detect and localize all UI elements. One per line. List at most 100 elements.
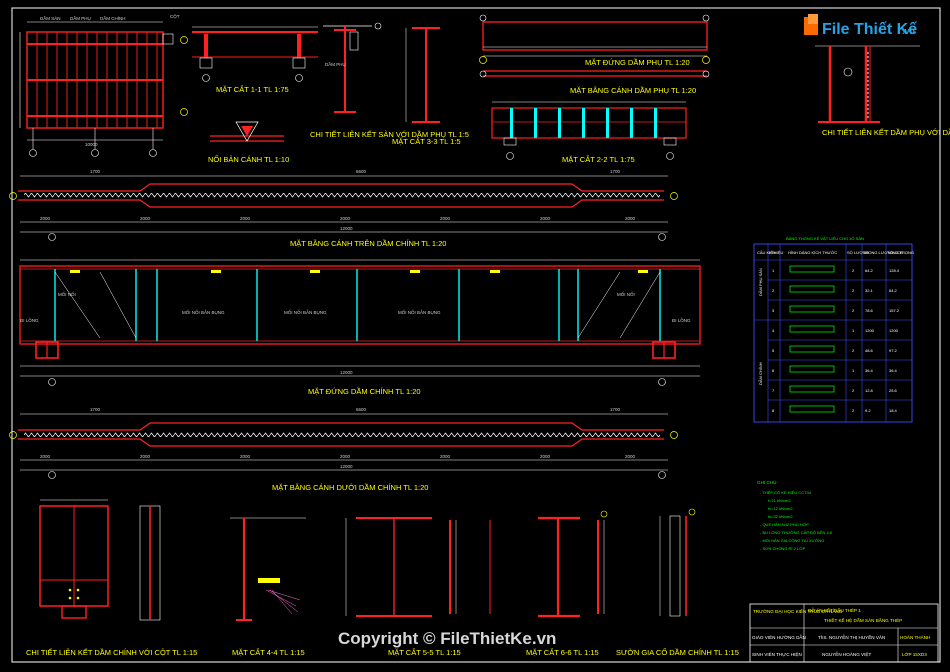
svg-text:1: 1 [772,268,775,273]
tb-sv-name: NGUYỄN HOÀNG VIỆT [822,650,871,657]
top-flange-plan: 1700 6600 1700 2000 2000 2000 2000 2000 … [9,169,678,248]
svg-text:25.6: 25.6 [889,388,898,393]
section-1-1: MẶT CẮT 1-1 TL 1:75 [192,26,318,94]
label-moi-noi-4: MỐI NỐI [58,291,76,297]
svg-text:2000: 2000 [340,216,351,221]
tb-gv-role: GIÁO VIÊN HƯỚNG DẪN [752,633,806,640]
svg-text:6: 6 [772,368,775,373]
th-trong-luong: TRỌNG LƯỢNG 1CK [863,250,903,255]
svg-text:64.2: 64.2 [889,288,898,293]
svg-text:1200: 1200 [889,328,899,333]
svg-text:128.4: 128.4 [889,268,900,273]
title-ct-dam-phu-a: CHI TIẾT LIÊN KẾT SÀN VỚI DẦM PHỤ TL 1:5 [310,129,469,139]
tb-sv-role: SINH VIÊN THỰC HIỆN [752,650,802,657]
title-mc-5-5: MẶT CẮT 5-5 TL 1:15 [388,648,461,657]
title-ct-cot: CHI TIẾT LIÊN KẾT DẦM CHÍNH VỚI CỘT TL 1… [26,647,197,657]
drawing-border [11,7,941,663]
group-dam-phu: DẦM PHỤ SÀN [758,268,763,296]
note-1: - THÉP CÓ KẾ HIỆU CCT34 [760,490,812,495]
logo-suffix: .vn [902,26,915,36]
logo-text: File Thiết Kế [822,21,917,38]
svg-text:9.2: 9.2 [865,408,871,413]
title-mb-canh-duoi: MẶT BẰNG CÁNH DƯỚI DẦM CHÍNH TL 1:20 [272,482,428,492]
material-table-title: BẢNG THỐNG KÊ VẬT LIỆU CHO 1Ô SÀN [786,236,864,241]
svg-text:2000: 2000 [625,454,636,459]
section-6-6: MẶT CẮT 6-6 TL 1:15 [526,510,608,657]
th-cau-kien: CẤU KIỆN [757,250,776,255]
title-noi-ban-canh: NỐI BẢN CÁNH TL 1:10 [208,154,289,164]
svg-text:1: 1 [852,328,855,333]
title-block: TRƯỜNG ĐẠI HỌC KIẾN TRÚC ĐÀ NẴNG ĐỒ ÁN K… [749,603,939,663]
dim-bot-1700a: 1700 [90,407,101,412]
svg-text:2000: 2000 [40,216,51,221]
svg-text:2000: 2000 [540,216,551,221]
notes: GHI CHÚ: - THÉP CÓ KẾ HIỆU CCT34 f=21 kN… [757,479,833,551]
svg-text:36.4: 36.4 [865,368,874,373]
title-mb-canh-tren: MẶT BẰNG CÁNH TRÊN DẦM CHÍNH TL 1:20 [290,238,446,248]
svg-text:2: 2 [852,268,855,273]
note-5: - QUE HÀN N42 PHÙ HỢP [760,522,809,527]
secondary-beam-flange-plan: MẶT BẰNG CÁNH DẦM PHỤ TL 1:20 [479,70,710,95]
svg-text:64.2: 64.2 [865,268,874,273]
svg-text:2: 2 [852,308,855,313]
title-mc-4-4: MẶT CẮT 4-4 TL 1:15 [232,648,305,657]
label-moi-noi-5: MỐI NỐI [617,291,635,297]
svg-text:1: 1 [852,368,855,373]
section-2-2: MẶT CẮT 2-2 TL 1:75 [491,101,687,164]
dim-top-1700b: 1700 [610,169,621,174]
svg-text:12.8: 12.8 [865,388,874,393]
dim-bot-12000: 12000 [340,464,353,469]
svg-text:1200: 1200 [865,328,875,333]
floor-beam-connection-detail: DẦM PHỤ CHI TIẾT LIÊN KẾT SÀN VỚI DẦM PH… [310,22,469,139]
column-connection-detail: CHI TIẾT LIÊN KẾT DẦM CHÍNH VỚI CỘT TL 1… [26,499,197,657]
label-moi-noi-2: MỐI NỐI BẢN BỤNG [284,309,327,315]
note-4: fc=32 kN/cm2 [768,514,793,519]
label-cot: CỘT [170,13,180,19]
section-3-3: MẶT CẮT 3-3 TL 1:5 [392,27,461,146]
secondary-main-connection: CHI TIẾT LIÊN KẾT DẦM PHỤ VỚI DẦM CHÍNH … [815,45,950,137]
svg-text:7: 7 [772,388,775,393]
svg-text:48.6: 48.6 [865,348,874,353]
title-mc-3-3: MẶT CẮT 3-3 TL 1:5 [392,137,461,146]
svg-text:2: 2 [852,348,855,353]
tb-school: TRƯỜNG ĐẠI HỌC KIẾN TRÚC ĐÀ NẴNG [753,608,843,614]
dim-elev-12000: 12000 [340,370,353,375]
section-4-4: MẶT CẮT 4-4 TL 1:15 [230,517,306,657]
note-6: - BU LÔNG THƯỜNG CẤP ĐỘ BỀN 4.6 [760,530,833,535]
dim-bot-6600: 6600 [356,407,367,412]
title-ct-phu-chinh-1: CHI TIẾT LIÊN KẾT DẦM PHỤ VỚI DẦM CHÍNH … [822,127,950,137]
svg-text:78.6: 78.6 [865,308,874,313]
svg-text:97.2: 97.2 [889,348,898,353]
label-dam-phu: DẦM PHỤ [70,15,91,21]
tb-project: ĐỒ ÁN KẾT CẤU THÉP 1 [808,607,861,613]
svg-text:18.4: 18.4 [889,408,898,413]
stiffener-detail: SƯỜN GIA CỐ DẦM CHÍNH TL 1:15 [616,508,739,657]
svg-text:2: 2 [852,408,855,413]
svg-text:2000: 2000 [440,216,451,221]
notes-title: GHI CHÚ: [757,479,778,485]
title-mb-dam-phu: MẶT BẰNG CÁNH DẦM PHỤ TL 1:20 [570,85,696,95]
note-7: - MỐI HÀN GIA CÔNG TẠI XƯỞNG [760,538,824,543]
svg-text:2000: 2000 [625,216,636,221]
label-di-long-2: ĐI LỒNG [672,317,691,323]
title-md-dam-phu: MẶT ĐỨNG DẦM PHỤ TL 1:20 [585,57,690,67]
flange-joint-detail: NỐI BẢN CÁNH TL 1:10 [208,121,289,164]
dim-bot-1700b: 1700 [610,407,621,412]
dim-top-12000: 12000 [340,226,353,231]
svg-text:2000: 2000 [440,454,451,459]
svg-text:3: 3 [772,308,775,313]
group-dam-chinh: DẦM CHÍNH [758,362,763,385]
svg-text:2: 2 [852,288,855,293]
title-suon: SƯỜN GIA CỐ DẦM CHÍNH TL 1:15 [616,647,739,657]
svg-text:2000: 2000 [540,454,551,459]
title-mc-6-6: MẶT CẮT 6-6 TL 1:15 [526,648,599,657]
svg-text:2000: 2000 [340,454,351,459]
th-tong: TỔNG TRỌNG [887,250,914,255]
svg-text:2000: 2000 [140,216,151,221]
tb-gv-name: ThS. NGUYỄN THỊ HUYỀN VÂN [818,634,885,640]
note-3: fv=12 kN/cm2 [768,506,793,511]
secondary-beam-elevation: MẶT ĐỨNG DẦM PHỤ TL 1:20 [479,14,710,67]
